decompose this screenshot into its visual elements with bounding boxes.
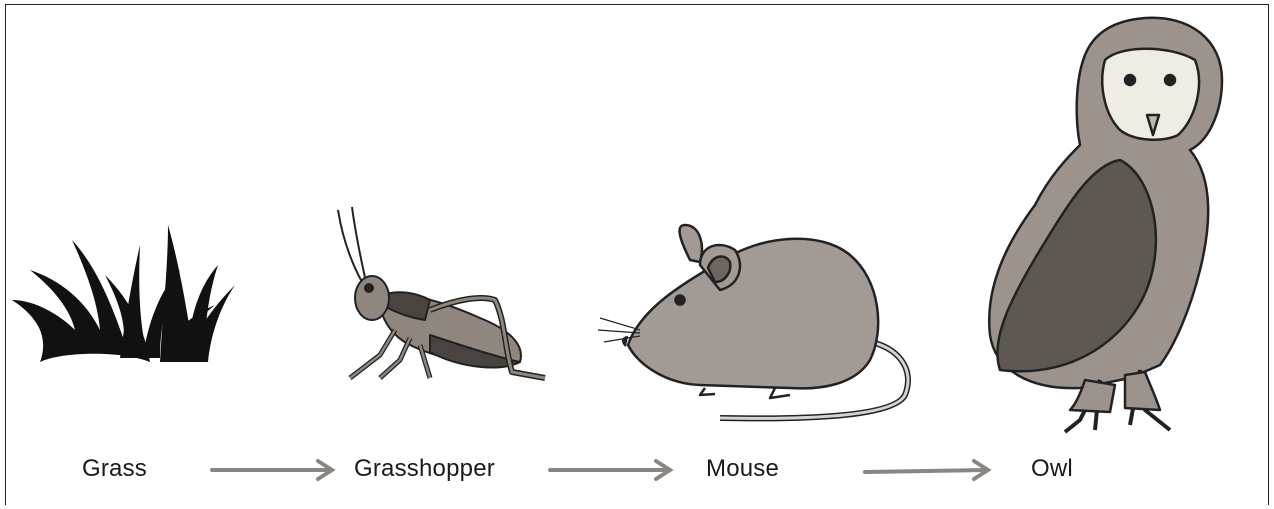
grass-label: Grass — [82, 455, 147, 483]
arrow-grass-to-grasshopper — [212, 461, 332, 479]
grasshopper-icon — [338, 207, 545, 378]
mouse-label: Mouse — [706, 455, 779, 483]
owl-icon — [989, 18, 1222, 432]
mouse-icon — [598, 225, 908, 418]
grasshopper-label: Grasshopper — [354, 455, 495, 483]
arrow-grasshopper-to-mouse — [550, 461, 670, 479]
grass-icon — [12, 225, 235, 362]
owl-label: Owl — [1031, 455, 1073, 483]
arrow-mouse-to-owl — [865, 461, 988, 479]
